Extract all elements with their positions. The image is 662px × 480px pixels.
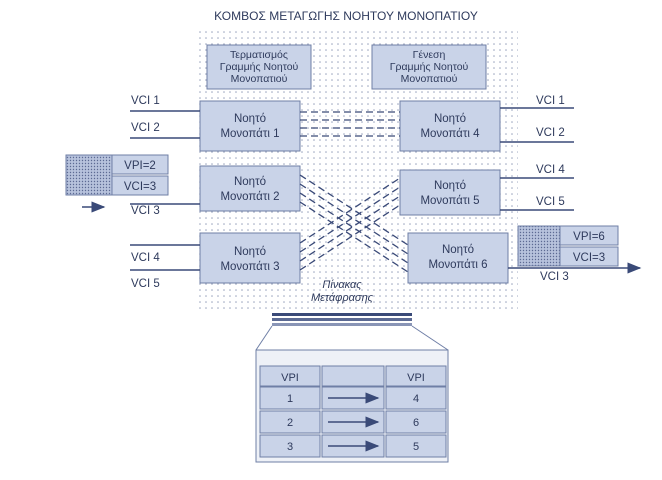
table-row-2-out: 6: [413, 417, 419, 429]
output-cell: VPI=6 VCI=3: [517, 225, 619, 267]
table-row-3-in: 3: [287, 441, 293, 453]
table-header-in: VPI: [281, 372, 299, 384]
svg-text:Μονοπάτι 6: Μονοπάτι 6: [428, 259, 487, 271]
svg-text:Νοητό: Νοητό: [234, 176, 266, 188]
right-vci-lines: [500, 107, 596, 269]
left-vci-4-label: VCI 4: [131, 252, 160, 264]
virtual-path-3: Νοητό Μονοπάτι 3: [199, 232, 301, 284]
right-vci-3-label: VCI 3: [540, 271, 569, 283]
svg-text:Μονοπατιού: Μονοπατιού: [401, 73, 458, 85]
path-3-to-5-links: [299, 177, 401, 271]
svg-text:Μονοπάτι 3: Μονοπάτι 3: [220, 261, 279, 273]
table-row-2-in: 2: [287, 417, 293, 429]
left-vci-1-label: VCI 1: [131, 95, 160, 107]
right-vci-4-label: VCI 4: [536, 164, 565, 176]
output-vpi-label: VPI=6: [573, 231, 605, 243]
svg-text:Γένεση: Γένεση: [413, 49, 446, 61]
svg-text:Νοητό: Νοητό: [234, 246, 266, 258]
svg-text:Νοητό: Νοητό: [442, 244, 474, 256]
left-vci-5-label: VCI 5: [131, 278, 160, 290]
svg-text:Γραμμής Νοητού: Γραμμής Νοητού: [220, 61, 299, 73]
left-vci-3-label: VCI 3: [131, 205, 160, 217]
table-slab: [272, 313, 412, 326]
virtual-path-5: Νοητό Μονοπάτι 5: [399, 169, 501, 216]
svg-text:Μονοπάτι 5: Μονοπάτι 5: [420, 195, 479, 207]
input-vci-label: VCI=3: [124, 181, 156, 193]
table-header-out: VPI: [407, 372, 425, 384]
table-row-1-out: 4: [413, 393, 419, 405]
translation-table-caption-2: Μετάφρασης: [311, 292, 374, 304]
termination-box: Τερματισμός Γραμμής Νοητού Μονοπατιού: [206, 44, 312, 90]
genesis-box: Γένεση Γραμμής Νοητού Μονοπατιού: [371, 44, 487, 90]
left-vci-lines: [130, 110, 200, 271]
left-vci-2-label: VCI 2: [131, 122, 160, 134]
svg-text:Νοητό: Νοητό: [234, 113, 266, 125]
svg-text:Μονοπάτι 1: Μονοπάτι 1: [220, 128, 279, 140]
svg-text:Μονοπάτι 2: Μονοπάτι 2: [220, 191, 279, 203]
table-row-1-in: 1: [287, 393, 293, 405]
diagram-title: ΚΟΜΒΟΣ ΜΕΤΑΓΩΓΗΣ ΝΟΗΤΟΥ ΜΟΝΟΠΑΤΙΟΥ: [214, 9, 478, 23]
svg-text:Μονοπατιού: Μονοπατιού: [231, 73, 288, 85]
table-row-3-out: 5: [413, 441, 419, 453]
svg-text:Νοητό: Νοητό: [434, 113, 466, 125]
right-vci-1-label: VCI 1: [536, 95, 565, 107]
output-vci-label: VCI=3: [573, 252, 605, 264]
path-1-to-4-links: [300, 111, 400, 137]
svg-text:Γραμμής Νοητού: Γραμμής Νοητού: [390, 61, 469, 73]
virtual-path-2: Νοητό Μονοπάτι 2: [199, 165, 301, 212]
input-cell: VPI=2 VCI=3: [65, 154, 169, 196]
right-vci-5-label: VCI 5: [536, 196, 565, 208]
right-vci-2-label: VCI 2: [536, 127, 565, 139]
svg-text:Μονοπάτι 4: Μονοπάτι 4: [420, 128, 480, 140]
svg-text:Νοητό: Νοητό: [434, 180, 466, 192]
virtual-path-1: Νοητό Μονοπάτι 1: [199, 100, 301, 152]
svg-text:Τερματισμός: Τερματισμός: [230, 49, 288, 61]
table-perspective: [255, 325, 449, 351]
virtual-path-4: Νοητό Μονοπάτι 4: [399, 100, 501, 152]
translation-table: VPI VPI 1 4 2 6 3 5: [255, 349, 449, 463]
virtual-path-6: Νοητό Μονοπάτι 6: [407, 232, 509, 284]
input-vpi-label: VPI=2: [124, 160, 156, 172]
translation-table-caption-1: Πίνακας: [322, 279, 362, 291]
